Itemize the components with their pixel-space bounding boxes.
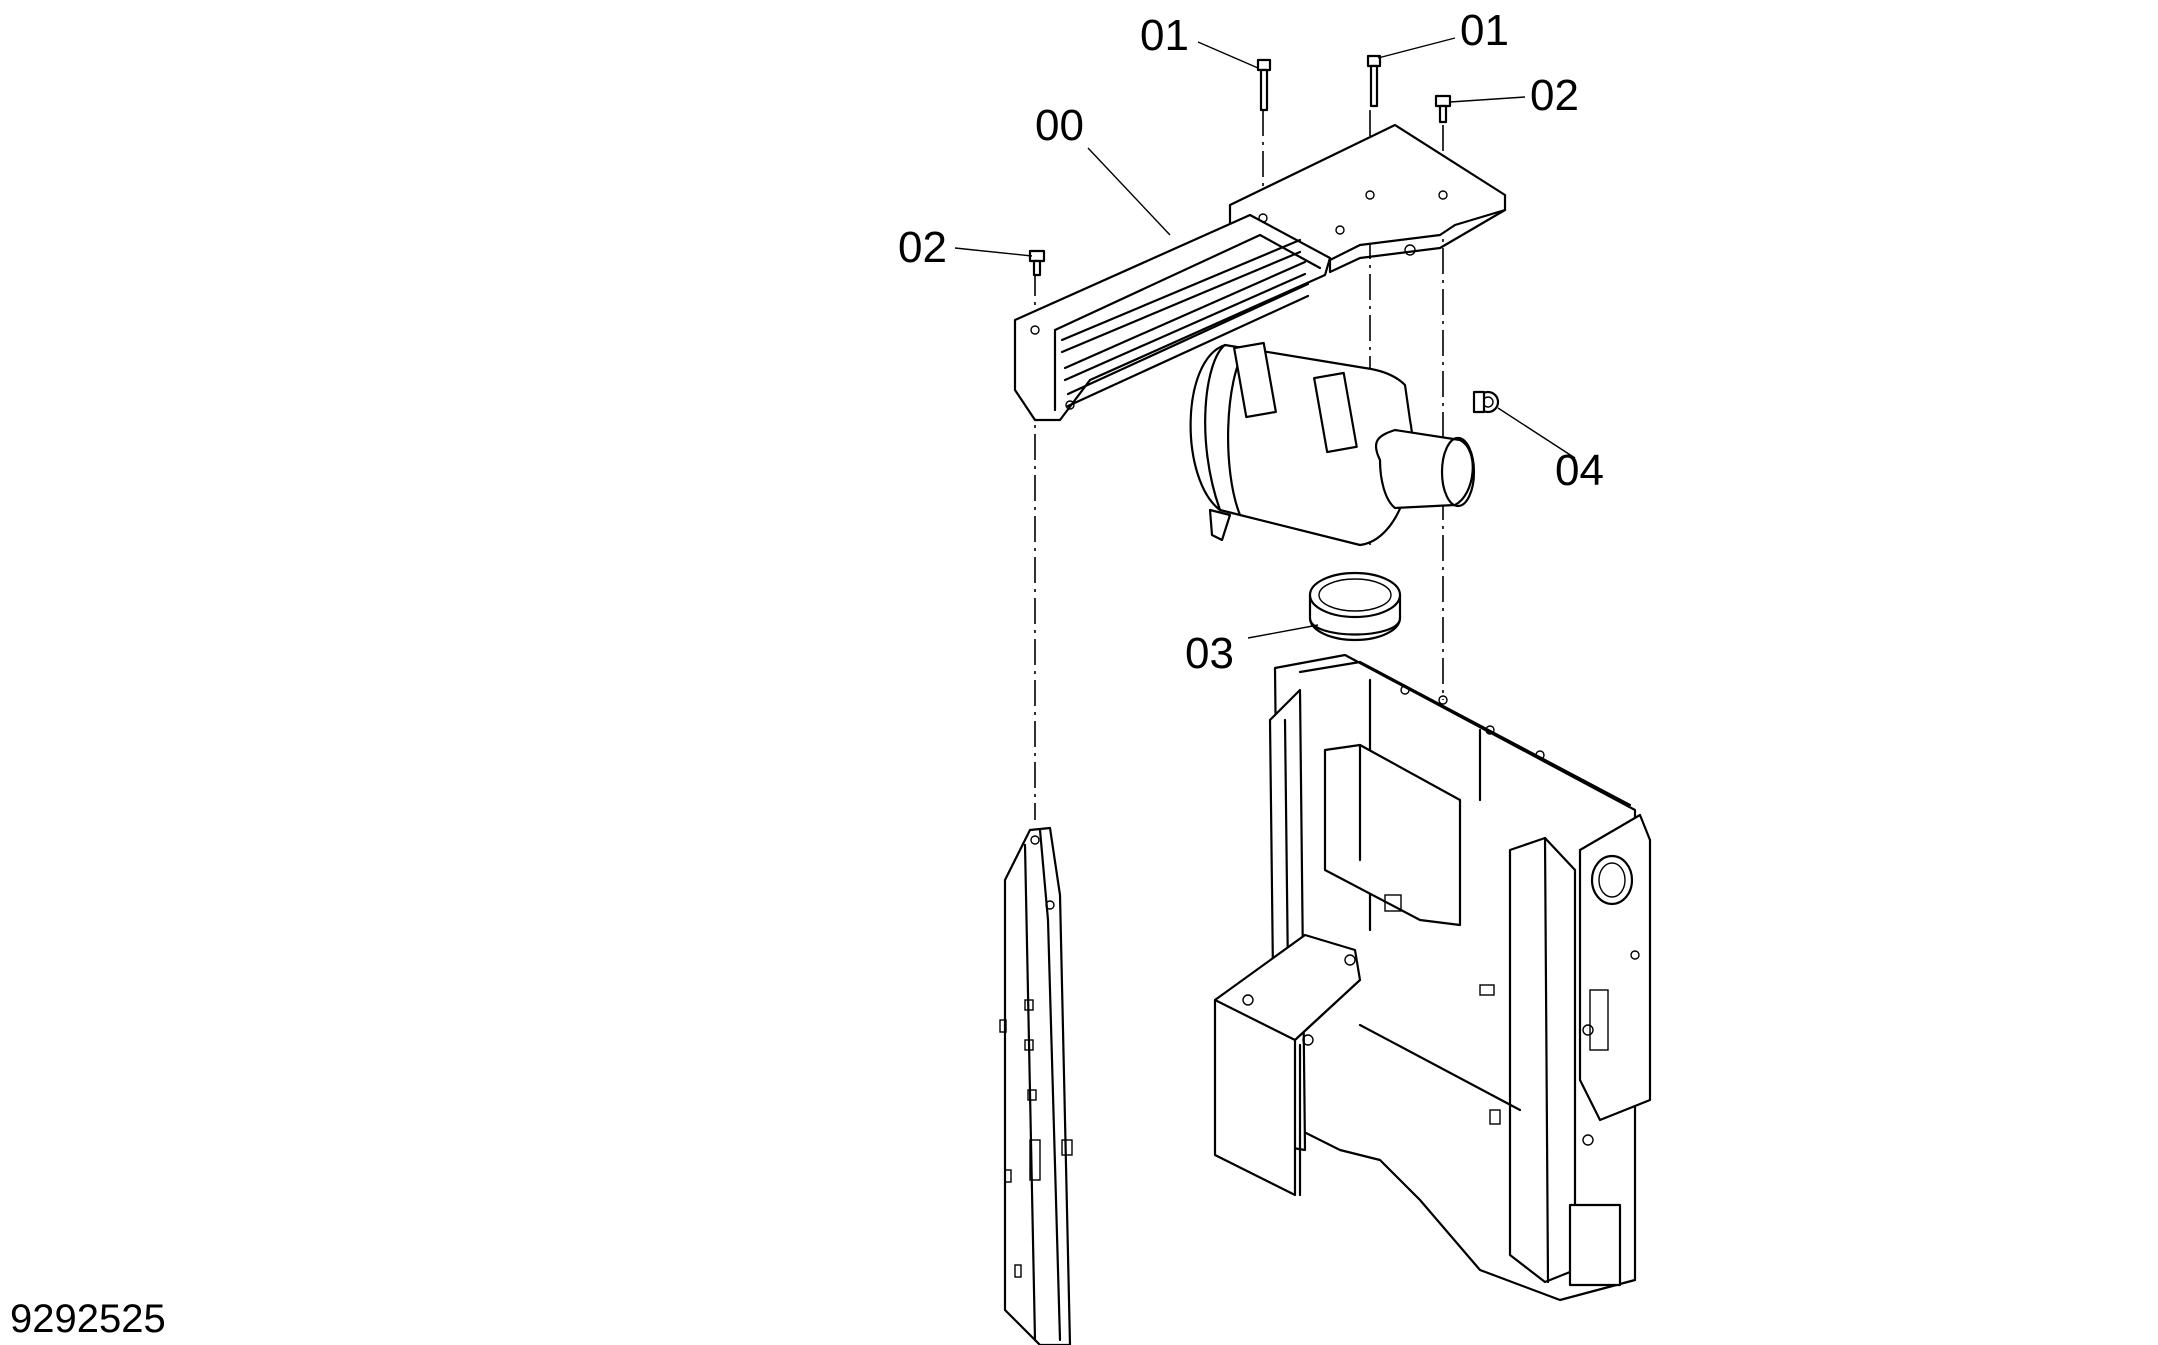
callout-bolt-left: 01	[1140, 11, 1189, 60]
callout-screw-right: 02	[1530, 71, 1579, 120]
screw-left	[1028, 249, 1046, 277]
leader-assembly	[1087, 147, 1171, 236]
leader-clamp-ring	[1247, 624, 1319, 639]
callout-screw-left: 02	[898, 223, 947, 272]
air-cleaner-outlet	[1374, 428, 1474, 510]
clamp-ring	[1308, 571, 1402, 642]
leader-screw-right	[1449, 96, 1526, 103]
leader-fitting	[1497, 407, 1576, 459]
leader-bolt-right	[1377, 37, 1456, 59]
callout-assembly: 00	[1035, 101, 1084, 150]
fitting	[1472, 390, 1500, 414]
side-panel	[999, 826, 1073, 1345]
air-cleaner	[1189, 341, 1476, 547]
leader-bolt-left	[1197, 41, 1259, 69]
callout-labels: 01 01 02 00 02 04 03	[898, 6, 1604, 678]
callout-fitting: 04	[1555, 446, 1604, 495]
leader-screw-left	[954, 247, 1033, 257]
bolt-left	[1256, 58, 1272, 112]
drawing-number: 9292525	[10, 1297, 166, 1341]
right-post	[1508, 836, 1577, 1284]
bolt-right	[1366, 54, 1382, 108]
main-housing	[1213, 653, 1652, 1302]
callout-bolt-right: 01	[1460, 6, 1509, 55]
side-panel-outline	[1003, 826, 1072, 1345]
callout-clamp-ring: 03	[1185, 629, 1234, 678]
rod-guard	[1013, 213, 1332, 422]
leader-lines	[954, 37, 1576, 639]
screw-right	[1434, 94, 1452, 124]
bracket-assembly	[1013, 123, 1507, 422]
